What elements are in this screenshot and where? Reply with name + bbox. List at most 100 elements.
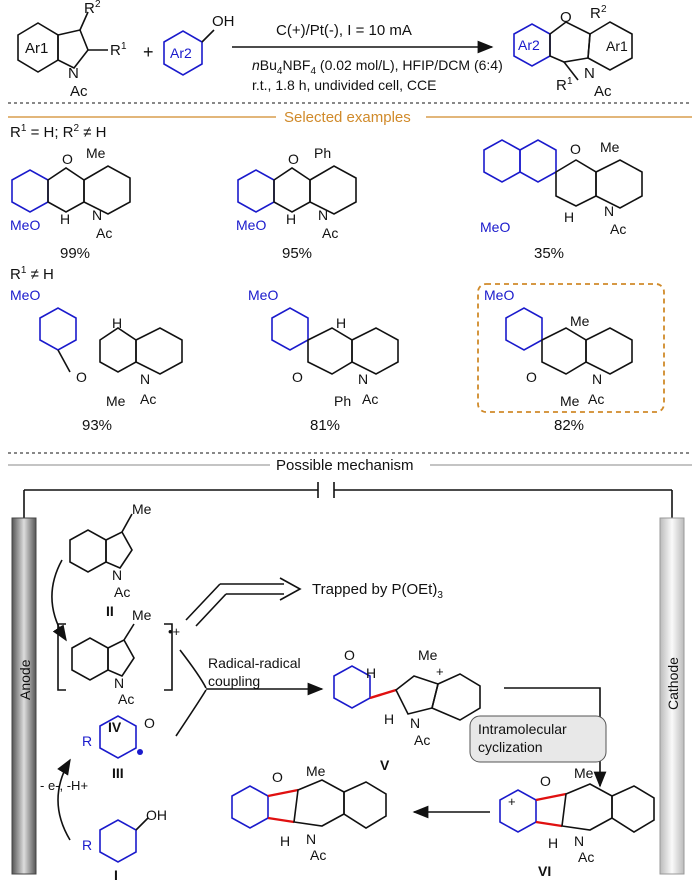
svg-text:Ac: Ac — [594, 83, 612, 100]
svg-text:+: + — [436, 664, 444, 679]
cathode-electrode — [659, 517, 685, 875]
compound-II: Me N Ac II — [69, 501, 152, 619]
svg-text:O: O — [344, 647, 355, 663]
yield-2: 95% — [282, 245, 312, 262]
svg-text:O: O — [272, 769, 283, 785]
compound-VI: O Me + H N Ac VI — [499, 765, 655, 879]
svg-text:Ac: Ac — [610, 221, 626, 237]
example-1: O Me H N Ac MeO 99% — [10, 145, 131, 262]
r1-label: R — [110, 42, 121, 59]
yield-1: 99% — [60, 245, 90, 262]
phenol-reactant: Ar2 OH — [163, 13, 235, 76]
svg-text:R: R — [556, 77, 567, 94]
svg-text:Ac: Ac — [322, 225, 338, 241]
oxidation-arrow — [51, 559, 67, 642]
svg-text:O: O — [76, 369, 87, 385]
example-2: O Ph H N Ac MeO 95% — [236, 145, 357, 262]
proton-loss-arrow — [57, 758, 71, 841]
example-4: MeO H O N Me Ac 93% — [10, 287, 183, 434]
svg-text:N: N — [92, 207, 102, 223]
svg-text:Ac: Ac — [140, 391, 156, 407]
group2-label: R1 ≠ H — [10, 265, 54, 283]
conditions-line2: nBu4NBF4 (0.02 mol/L), HFIP/DCM (6:4) — [252, 57, 503, 77]
label-III: III — [112, 765, 124, 781]
label-IV: IV — [108, 719, 122, 735]
svg-text:Me: Me — [600, 139, 620, 155]
svg-text:N: N — [604, 203, 614, 219]
svg-text:O: O — [62, 151, 73, 167]
svg-text:H: H — [366, 665, 376, 681]
compound-I: OH R I — [82, 807, 167, 883]
mechanism-title: Possible mechanism — [276, 457, 414, 474]
svg-text:Me: Me — [132, 607, 152, 623]
example-5: MeO H O N Ph Ac 81% — [248, 287, 399, 434]
svg-text:Ac: Ac — [414, 732, 430, 748]
svg-text:2: 2 — [601, 4, 607, 15]
compound-IV: Me •+ N Ac IV — [57, 607, 180, 735]
svg-text:O: O — [526, 369, 537, 385]
svg-text:Ac: Ac — [578, 849, 594, 865]
svg-text:H: H — [286, 211, 296, 227]
product-structure: Ar2 Ar1 O R 2 R 1 N Ac — [513, 4, 633, 100]
coupling-label-2: coupling — [208, 673, 260, 689]
ac-label: Ac — [70, 83, 88, 100]
reaction-scheme: Ar1 R 2 R 1 N Ac + Ar2 OH C(+)/Pt(-), I … — [17, 0, 633, 100]
svg-text:N: N — [306, 831, 316, 847]
cathode-label: Cathode — [665, 657, 681, 710]
yield-4: 93% — [82, 417, 112, 434]
group1-label: R1 = H; R2 ≠ H — [10, 123, 106, 141]
svg-text:N: N — [592, 371, 602, 387]
svg-text:Ac: Ac — [362, 391, 378, 407]
svg-text:Ac: Ac — [118, 691, 134, 707]
label-I: I — [114, 867, 118, 883]
oh-label: OH — [212, 13, 235, 30]
conditions-line1: C(+)/Pt(-), I = 10 mA — [276, 22, 412, 39]
ar1-label: Ar1 — [25, 40, 48, 57]
coupling-label-1: Radical-radical — [208, 655, 301, 671]
electron-loss-text: - e-, -H+ — [40, 778, 88, 793]
indole-reactant: Ar1 R 2 R 1 N Ac — [17, 0, 127, 100]
highlight-box — [477, 283, 665, 413]
conditions-line3: r.t., 1.8 h, undivided cell, CCE — [252, 77, 436, 93]
svg-text:1: 1 — [121, 41, 127, 52]
svg-text:H: H — [60, 211, 70, 227]
svg-text:Ac: Ac — [96, 225, 112, 241]
svg-text:Ph: Ph — [334, 393, 351, 409]
svg-text:Me: Me — [86, 145, 106, 161]
svg-text:MeO: MeO — [10, 287, 40, 303]
svg-text:H: H — [384, 711, 394, 727]
svg-text:N: N — [358, 371, 368, 387]
n-label: N — [68, 65, 79, 82]
svg-text:Me: Me — [106, 393, 126, 409]
svg-text:Ac: Ac — [588, 391, 604, 407]
svg-text:1: 1 — [567, 76, 573, 87]
selected-examples-title: Selected examples — [284, 109, 411, 126]
svg-text:R: R — [82, 733, 92, 749]
anode-electrode — [11, 517, 37, 875]
svg-text:O: O — [288, 151, 299, 167]
svg-text:Me: Me — [418, 647, 438, 663]
anode-label: Anode — [17, 659, 33, 700]
example-6-highlighted: MeO Me O N Me Ac 82% — [477, 283, 665, 434]
compound-III: O R III — [82, 715, 155, 781]
svg-text:+: + — [508, 794, 516, 809]
cyclization-label-1: Intramolecular — [478, 721, 567, 737]
product-ar2: Ar2 — [518, 37, 540, 53]
svg-text:R: R — [82, 837, 92, 853]
svg-text:O: O — [540, 773, 551, 789]
svg-text:MeO: MeO — [484, 287, 514, 303]
cyclization-label-2: cyclization — [478, 739, 543, 755]
example-3: O Me H N Ac MeO 35% — [480, 139, 643, 262]
svg-text:H: H — [112, 315, 122, 331]
svg-text:Me: Me — [560, 393, 580, 409]
label-II: II — [106, 603, 114, 619]
ar2-label: Ar2 — [170, 45, 192, 61]
cyclization-box — [469, 715, 607, 763]
svg-text:2: 2 — [95, 0, 101, 10]
svg-text:Me: Me — [306, 763, 326, 779]
svg-text:O: O — [570, 141, 581, 157]
trapped-text: Trapped by P(OEt)3 — [312, 581, 443, 601]
svg-text:N: N — [574, 833, 584, 849]
svg-text:H: H — [548, 835, 558, 851]
svg-text:Ac: Ac — [310, 847, 326, 863]
